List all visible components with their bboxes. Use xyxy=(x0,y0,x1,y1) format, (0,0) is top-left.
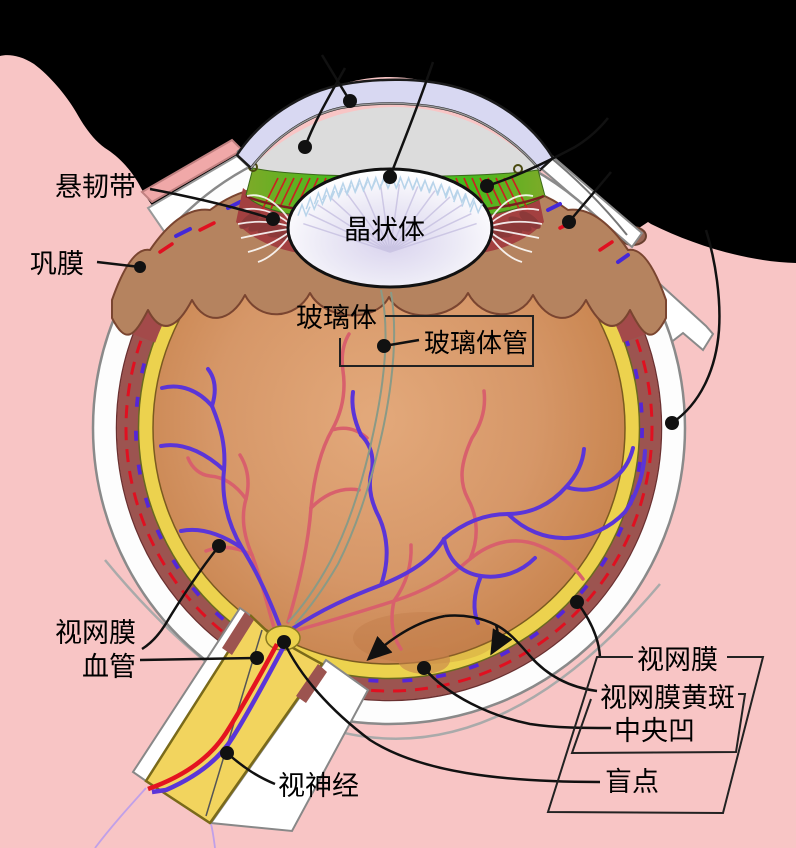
central-retinal-artery xyxy=(147,642,279,792)
retina-group-box xyxy=(546,656,765,815)
lens-fiber-streaks xyxy=(303,184,477,253)
callout-vessels-a xyxy=(141,545,220,651)
central-retinal-vein xyxy=(151,646,285,795)
callout-pupil xyxy=(388,61,435,178)
callout-fovea xyxy=(423,667,612,730)
label-retina: 视网膜 xyxy=(637,645,718,676)
callout-lines xyxy=(96,54,721,786)
macula-arrow-right xyxy=(490,624,513,656)
anterior-chamber xyxy=(251,107,540,182)
fovea-dimple xyxy=(398,646,450,674)
lens-zonule-mesh xyxy=(297,174,483,218)
label-blind-spot: 盲点 xyxy=(605,767,659,798)
labels: 悬韧带 巩膜 晶状体 玻璃体 玻璃体管 视网膜 血管 视神经 视网膜 视网膜黄斑… xyxy=(30,172,735,802)
macula-group-box xyxy=(570,693,747,755)
label-lens: 晶状体 xyxy=(344,215,425,246)
callout-aqueous xyxy=(303,67,347,148)
retinal-arteries xyxy=(186,332,585,651)
callout-macula-stem xyxy=(444,614,598,693)
macula-arrow-left xyxy=(366,614,446,662)
label-retinal-vessels-1: 视网膜 xyxy=(55,618,136,649)
label-suspensory-ligament: 悬韧带 xyxy=(55,172,136,203)
label-fovea: 中央凹 xyxy=(614,716,695,747)
label-macula: 视网膜黄斑 xyxy=(600,683,735,714)
callout-dots xyxy=(134,94,679,760)
label-optic-nerve: 视神经 xyxy=(278,771,359,802)
label-retinal-vessels-2: 血管 xyxy=(82,652,136,683)
label-vitreous-body: 玻璃体 xyxy=(296,303,377,334)
callout-blind-spot xyxy=(282,641,601,784)
upper-band-vessel-dashes xyxy=(158,200,630,264)
callout-vessels-b xyxy=(139,656,258,662)
hyaloid-canal-box xyxy=(339,315,534,367)
callout-choroid-right xyxy=(671,229,721,425)
label-hyaloid-canal: 玻璃体管 xyxy=(424,329,528,359)
callout-sclera xyxy=(96,260,141,269)
callout-iris xyxy=(486,117,609,188)
callout-suspensory-ligament xyxy=(149,187,274,221)
limbus-mark-right xyxy=(513,164,523,174)
label-brackets xyxy=(339,315,765,815)
label-sclera: 巩膜 xyxy=(30,249,84,280)
lens xyxy=(286,167,494,289)
retinal-veins xyxy=(159,367,647,634)
